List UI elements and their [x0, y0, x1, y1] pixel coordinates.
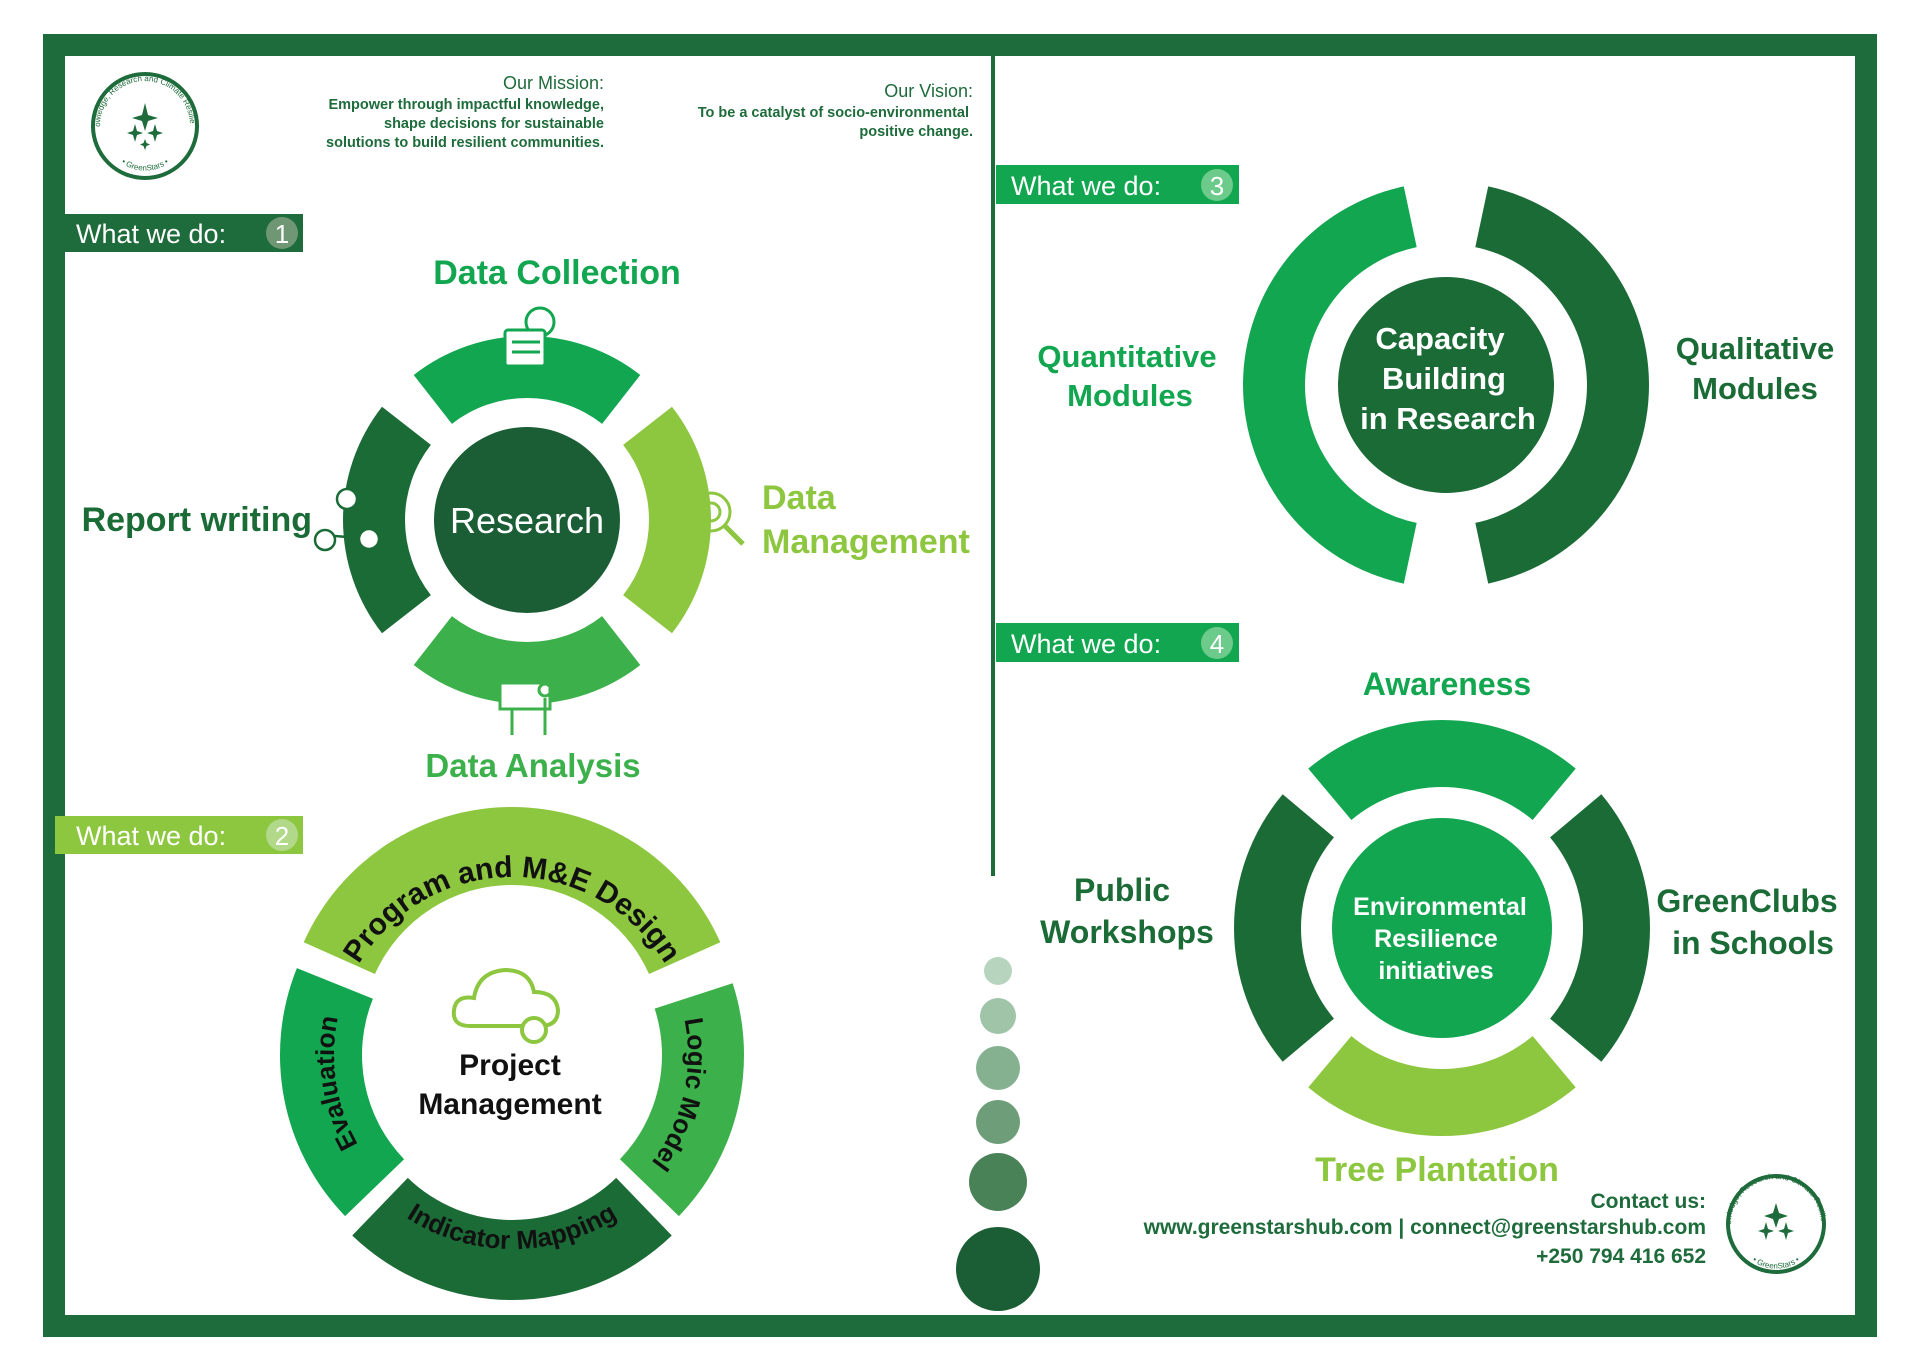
greenstars-logo: Knowledge, Research and Climate Resilien… [0, 0, 199, 180]
decorative-dots [956, 957, 1040, 1311]
pm-label-2: Management [418, 1088, 601, 1121]
label-data-analysis: Data Analysis [425, 747, 640, 784]
segment-public-workshops [1234, 794, 1334, 1062]
pm-label-1: Project [459, 1049, 561, 1082]
svg-text:solutions to build resilient c: solutions to build resilient communities… [326, 135, 604, 151]
cloud-icon [451, 967, 561, 1044]
label-public-2: Workshops [1040, 914, 1214, 950]
label-awareness: Awareness [1363, 666, 1531, 702]
contact-title: Contact us: [1591, 1190, 1707, 1213]
label-public-1: Public [1074, 872, 1170, 908]
contact-block: Contact us: www.greenstarshub.com | conn… [1143, 1190, 1706, 1268]
svg-text:4: 4 [1210, 629, 1224, 659]
outer-frame [43, 34, 1877, 1337]
segment-quantitative [1242, 186, 1417, 584]
badge-what-we-do-4: What we do: 4 [996, 623, 1239, 662]
magnifier-data-icon [690, 491, 745, 546]
segment-report-writing [343, 406, 431, 634]
svg-text:positive change.: positive change. [859, 124, 973, 140]
contact-phone: +250 794 416 652 [1536, 1245, 1706, 1268]
environmental-core [1332, 818, 1552, 1038]
svg-text:shape decisions for sustainabl: shape decisions for sustainable [384, 116, 604, 132]
svg-text:in Research: in Research [1360, 401, 1536, 436]
section-4-environmental: What we do: 4 Environmental Resilience i… [996, 623, 1838, 1189]
svg-text:What we do:: What we do: [76, 219, 226, 249]
vision-block: Our Vision: To be a catalyst of socio-en… [698, 81, 973, 140]
segment-program-me-design [303, 806, 721, 974]
label-data-management-2: Management [762, 523, 970, 561]
badge-what-we-do-2: What we do: 2 [55, 816, 303, 854]
badge-what-we-do-1: What we do: 1 [65, 214, 303, 252]
sparkle-stars-icon [1758, 1203, 1794, 1240]
svg-text:Resilience: Resilience [1374, 925, 1498, 953]
label-greenclubs-2: in Schools [1672, 925, 1834, 961]
sparkle-stars-icon [127, 103, 163, 150]
svg-text:To be a catalyst of socio-envi: To be a catalyst of socio-environmental [698, 105, 969, 121]
svg-text:1: 1 [275, 219, 289, 249]
segment-awareness [1308, 719, 1576, 820]
svg-text:What we do:: What we do: [76, 821, 226, 851]
label-tree-plantation: Tree Plantation [1315, 1151, 1559, 1189]
contact-web-email[interactable]: www.greenstarshub.com | connect@greensta… [1143, 1216, 1706, 1239]
segment-data-management [623, 406, 711, 634]
research-label: Research [450, 500, 604, 541]
svg-text:Environmental: Environmental [1353, 893, 1527, 921]
section-2-project-management: What we do: 2 Program and M&E Design Log… [55, 806, 744, 1300]
presentation-icon [498, 681, 553, 735]
vision-title: Our Vision: [884, 81, 973, 101]
segment-evaluation [280, 968, 405, 1217]
label-qualitative-1: Qualitative [1676, 331, 1835, 366]
segment-data-analysis [413, 616, 641, 704]
label-quantitative-1: Quantitative [1037, 339, 1216, 374]
capacity-core [1338, 277, 1554, 493]
gear-hand-icon [503, 306, 556, 368]
svg-text:Knowledge, Research and Climat: Knowledge, Research and Climate Resilien… [0, 0, 1828, 1225]
svg-text:3: 3 [1210, 171, 1224, 201]
segment-data-collection [413, 336, 641, 424]
label-qualitative-2: Modules [1692, 371, 1818, 406]
svg-text:What we do:: What we do: [1011, 171, 1161, 201]
svg-text:initiatives: initiatives [1378, 957, 1493, 985]
label-greenclubs-1: GreenClubs [1656, 883, 1837, 919]
svg-text:2: 2 [275, 821, 289, 851]
label-quantitative-2: Modules [1067, 378, 1193, 413]
mission-block: Our Mission: Empower through impactful k… [326, 73, 604, 151]
research-core [434, 427, 620, 613]
section-1-research: What we do: 1 Research Data Collection D… [65, 214, 970, 784]
svg-text:Building: Building [1382, 361, 1506, 396]
svg-text:Empower through impactful know: Empower through impactful knowledge, [328, 97, 604, 113]
segment-indicator-mapping [352, 1177, 672, 1300]
svg-text:Capacity: Capacity [1375, 321, 1505, 356]
segment-greenclubs [1550, 794, 1651, 1062]
label-data-management-1: Data [762, 479, 837, 517]
label-report-writing: Report writing [82, 501, 312, 539]
section-3-capacity-building: What we do: 3 Capacity Building in Resea… [996, 165, 1834, 584]
segment-tree-plantation [1308, 1036, 1576, 1137]
svg-text:What we do:: What we do: [1011, 629, 1161, 659]
badge-what-we-do-3: What we do: 3 [996, 165, 1239, 204]
segment-logic-model [619, 983, 744, 1217]
label-data-collection: Data Collection [433, 254, 680, 292]
mission-title: Our Mission: [503, 73, 604, 93]
bubbles-icon [313, 487, 381, 552]
segment-qualitative [1475, 186, 1649, 584]
